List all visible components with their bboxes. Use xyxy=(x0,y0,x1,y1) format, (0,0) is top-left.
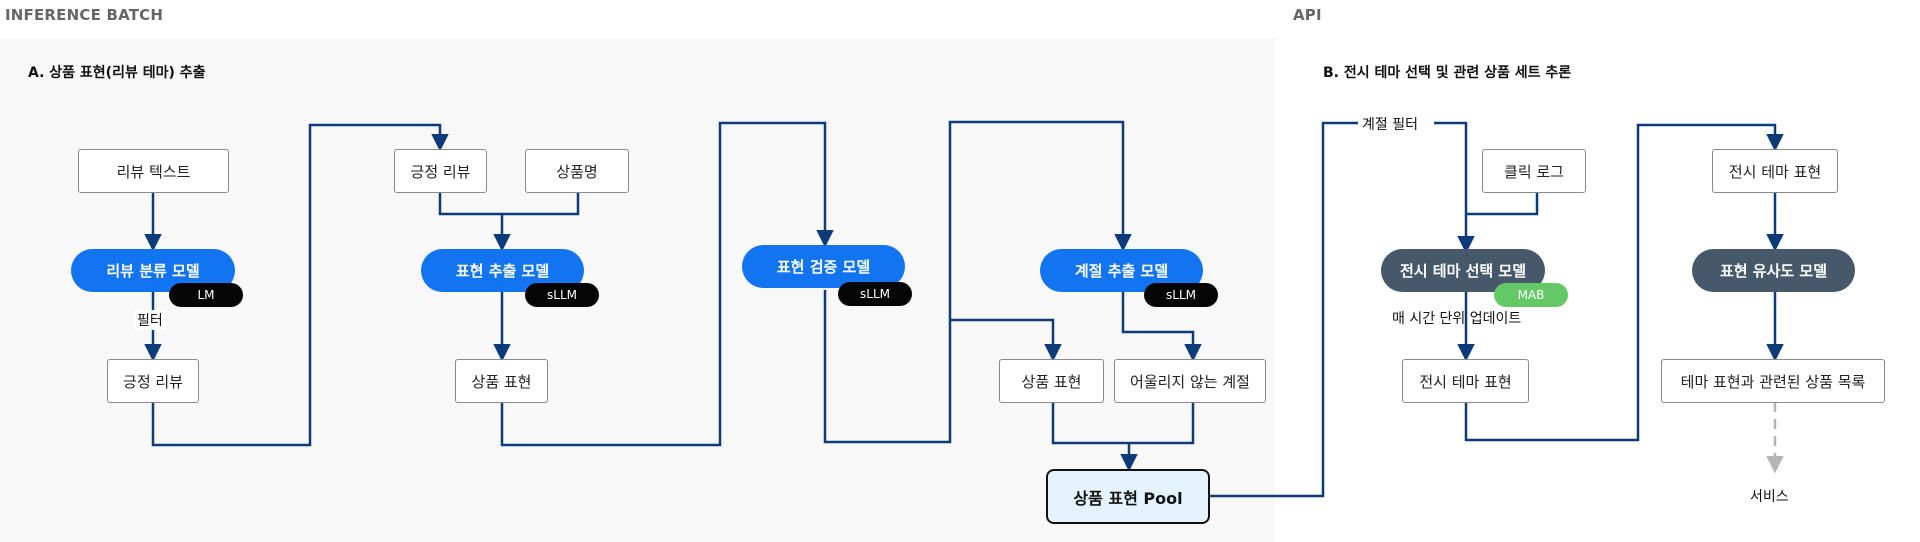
edge-branch-to-expr2 xyxy=(950,318,1062,362)
tag-sllm-1: sLLM xyxy=(525,283,599,307)
node-unfit-season[interactable]: 어울리지 않는 계절 xyxy=(1114,359,1266,403)
label-hourly-update: 매 시간 단위 업데이트 xyxy=(1392,311,1522,327)
edge-unfit-to-pool xyxy=(1129,402,1195,445)
edge-filter-to-theme xyxy=(1434,121,1475,254)
label-season-filter: 계절 필터 xyxy=(1359,114,1421,134)
label-filter: 필터 xyxy=(134,310,166,330)
tag-lm: LM xyxy=(169,283,243,307)
node-product-expr-1[interactable]: 상품 표현 xyxy=(455,359,548,403)
node-product-expr-pool[interactable]: 상품 표현 Pool xyxy=(1046,469,1210,524)
node-review-text[interactable]: 리뷰 텍스트 xyxy=(78,149,229,193)
edge-display-to-display2 xyxy=(1464,123,1784,442)
node-similarity-model[interactable]: 표현 유사도 모델 xyxy=(1692,249,1855,292)
edge-click-to-theme xyxy=(1466,192,1539,216)
node-display-theme-expr-2[interactable]: 전시 테마 표현 xyxy=(1712,149,1838,193)
node-positive-review-2[interactable]: 긍정 리뷰 xyxy=(394,149,487,193)
subtitle-b: B. 전시 테마 선택 및 관련 상품 세트 추론 xyxy=(1323,65,1572,81)
node-product-name[interactable]: 상품명 xyxy=(525,149,629,193)
label-service: 서비스 xyxy=(1750,489,1789,505)
section-inference-batch: INFERENCE BATCH xyxy=(5,6,164,24)
edge-verify-to-branch xyxy=(823,120,1132,444)
node-click-log[interactable]: 클릭 로그 xyxy=(1482,149,1586,193)
node-display-theme-expr-1[interactable]: 전시 테마 표현 xyxy=(1402,359,1529,403)
edge-season-to-unfit xyxy=(1121,292,1202,362)
node-related-products[interactable]: 테마 표현과 관련된 상품 목록 xyxy=(1661,359,1885,403)
edge-pool-to-filter xyxy=(1210,121,1358,498)
edge-expr-to-verify xyxy=(500,121,834,447)
section-api: API xyxy=(1293,6,1322,24)
edge-productname-merge xyxy=(502,192,580,216)
node-expr-verify-model[interactable]: 표현 검증 모델 xyxy=(742,245,905,288)
tag-sllm-2: sLLM xyxy=(838,282,912,306)
subtitle-a: A. 상품 표현(리뷰 테마) 추출 xyxy=(28,65,206,81)
edge-positive-to-positive2 xyxy=(151,123,449,447)
tag-sllm-3: sLLM xyxy=(1144,283,1218,307)
node-positive-review-1[interactable]: 긍정 리뷰 xyxy=(107,359,199,403)
tag-mab: MAB xyxy=(1494,283,1568,307)
edge-positive2-merge xyxy=(438,192,502,216)
node-product-expr-2[interactable]: 상품 표현 xyxy=(999,359,1104,403)
edge-expr2-to-pool xyxy=(1051,402,1129,445)
